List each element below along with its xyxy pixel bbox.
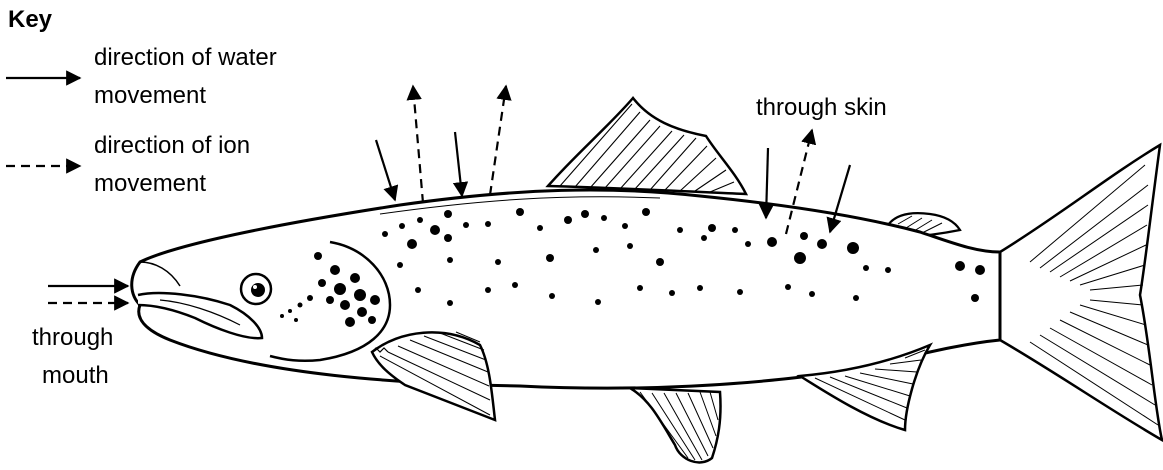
- pelvic-fin: [630, 388, 721, 462]
- key-ion-label-line1: direction of ion: [94, 132, 250, 160]
- skin-label: through skin: [756, 94, 887, 122]
- skin-water-arrow-2: [455, 132, 462, 196]
- skin-ion-arrow-2: [490, 86, 506, 195]
- mouth-label-line1: through: [32, 324, 113, 352]
- key-title: Key: [8, 6, 52, 34]
- key-ion-label-line2: movement: [94, 170, 206, 198]
- skin-ion-arrow-1: [413, 86, 423, 203]
- key-water-label-line1: direction of water: [94, 44, 277, 72]
- skin-water-arrow-1: [376, 140, 395, 200]
- tail-fin: [1000, 145, 1162, 440]
- mouth-label-line2: mouth: [42, 362, 109, 390]
- dorsal-fin: [548, 98, 746, 194]
- eye: [241, 274, 271, 304]
- key-water-label-line2: movement: [94, 82, 206, 110]
